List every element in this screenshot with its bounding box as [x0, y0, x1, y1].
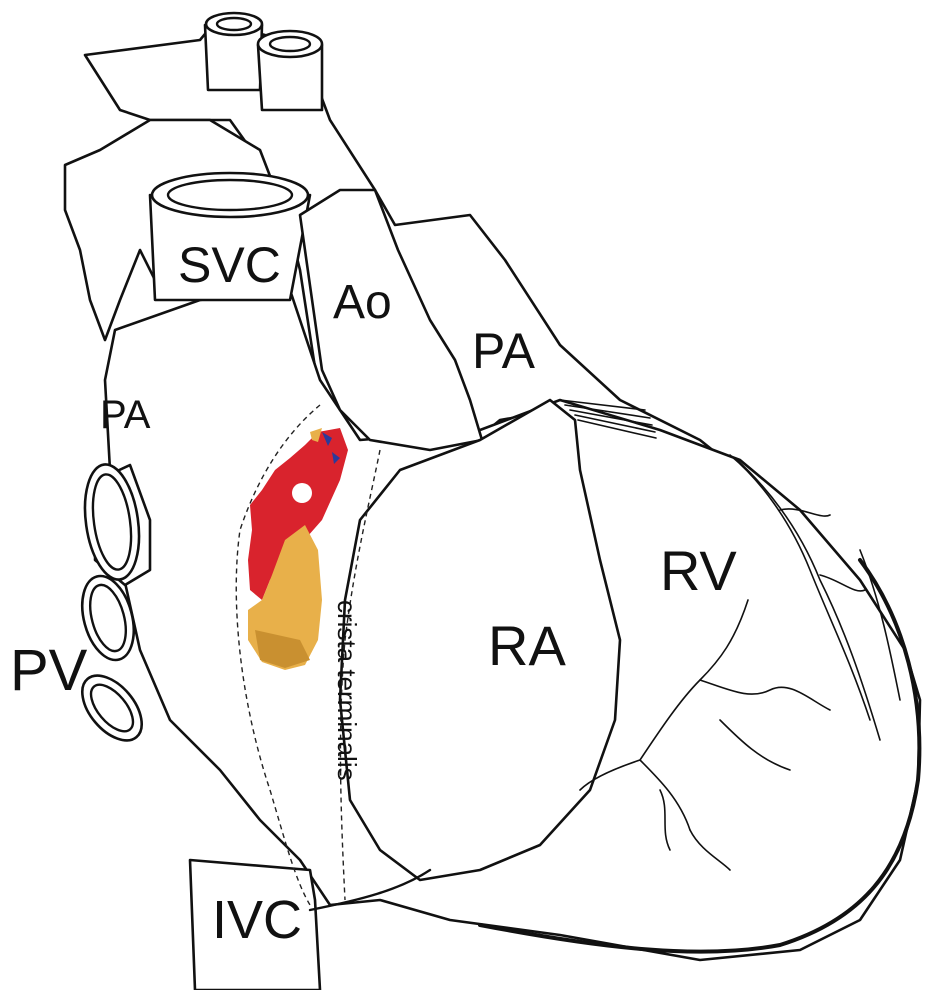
label-ao: Ao [333, 276, 392, 329]
label-svc: SVC [178, 237, 281, 293]
label-ra: RA [488, 614, 566, 677]
label-rv: RV [660, 539, 737, 602]
label-pa-top: PA [472, 323, 536, 379]
label-pa-left: PA [100, 393, 151, 437]
label-pv: PV [10, 638, 88, 703]
label-crista-terminalis: crista terminalis [332, 600, 362, 781]
label-ivc: IVC [212, 890, 302, 950]
